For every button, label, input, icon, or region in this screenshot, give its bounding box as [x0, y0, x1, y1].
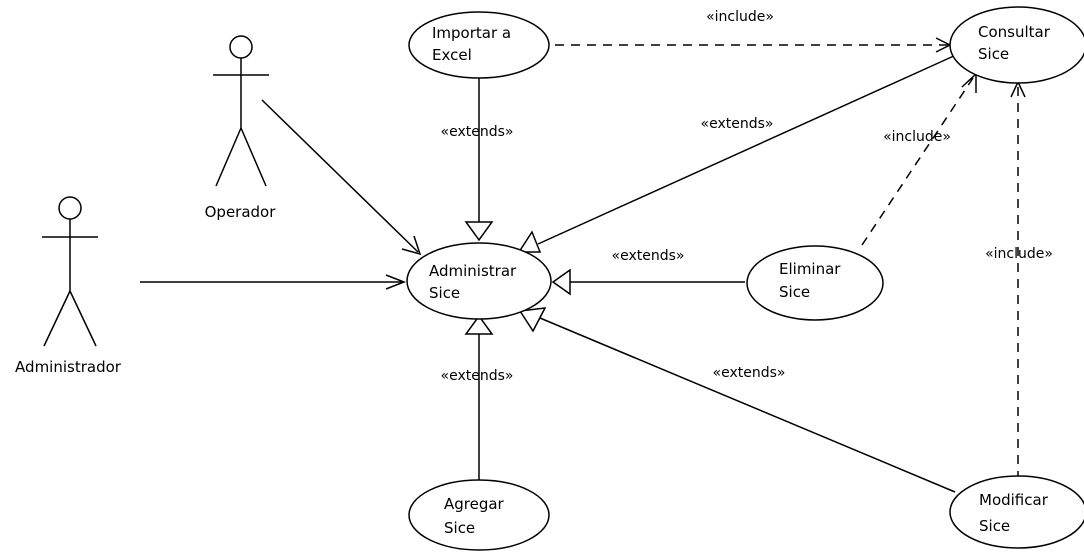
- actor-operador-label: Operador: [205, 203, 277, 221]
- use-case-administrar-line2: Sice: [429, 284, 460, 302]
- actor-administrador-label: Administrador: [15, 358, 122, 376]
- use-case-modificar-sice[interactable]: Modificar Sice: [949, 475, 1084, 549]
- stick-figure-icon: [213, 35, 269, 187]
- actor-administrador[interactable]: Administrador: [15, 196, 122, 376]
- use-case-agregar-sice[interactable]: Agregar Sice: [408, 479, 550, 551]
- use-case-eliminar-line1: Eliminar: [779, 260, 841, 278]
- extends-eliminar-administrar: [551, 268, 745, 296]
- label-include-importar-consultar: «include»: [706, 9, 774, 25]
- extends-importar-administrar: [464, 78, 494, 242]
- use-case-agregar-line1: Agregar: [444, 495, 505, 513]
- use-case-administrar-sice[interactable]: Administrar Sice: [406, 242, 552, 320]
- use-case-importar-line2: Excel: [432, 46, 472, 64]
- use-case-consultar-line2: Sice: [978, 45, 1009, 63]
- use-case-consultar-sice[interactable]: Consultar Sice: [949, 6, 1084, 84]
- extends-agregar-administrar: [464, 314, 494, 482]
- use-case-modificar-line1: Modificar: [979, 491, 1049, 509]
- label-extends-importar-administrar: «extends»: [441, 124, 514, 140]
- use-case-administrar-line1: Administrar: [429, 262, 517, 280]
- use-case-eliminar-line2: Sice: [779, 283, 810, 301]
- use-case-importar-line1: Importar a: [432, 24, 511, 42]
- label-extends-eliminar-administrar: «extends»: [612, 248, 685, 264]
- include-modificar-consultar: [1010, 80, 1026, 480]
- use-case-importar-excel[interactable]: Importar a Excel: [408, 11, 550, 79]
- include-importar-consultar: [555, 37, 952, 53]
- label-extends-agregar-administrar: «extends»: [441, 368, 514, 384]
- label-include-eliminar-consultar: «include»: [883, 129, 951, 145]
- association-operador: [261, 99, 422, 256]
- use-case-agregar-line2: Sice: [444, 519, 475, 537]
- stick-figure-icon: [42, 196, 98, 347]
- extends-modificar-administrar: [518, 307, 956, 493]
- use-case-eliminar-sice[interactable]: Eliminar Sice: [746, 245, 884, 321]
- extends-consultar-administrar: [517, 54, 957, 253]
- association-administrador: [140, 274, 407, 290]
- actor-operador[interactable]: Operador: [205, 35, 277, 221]
- include-eliminar-consultar: [861, 72, 977, 246]
- label-extends-consultar-administrar: «extends»: [701, 116, 774, 132]
- use-case-modificar-line2: Sice: [979, 517, 1010, 535]
- use-case-consultar-line1: Consultar: [978, 23, 1051, 41]
- label-extends-modificar-administrar: «extends»: [713, 365, 786, 381]
- label-include-modificar-consultar: «include»: [985, 246, 1053, 262]
